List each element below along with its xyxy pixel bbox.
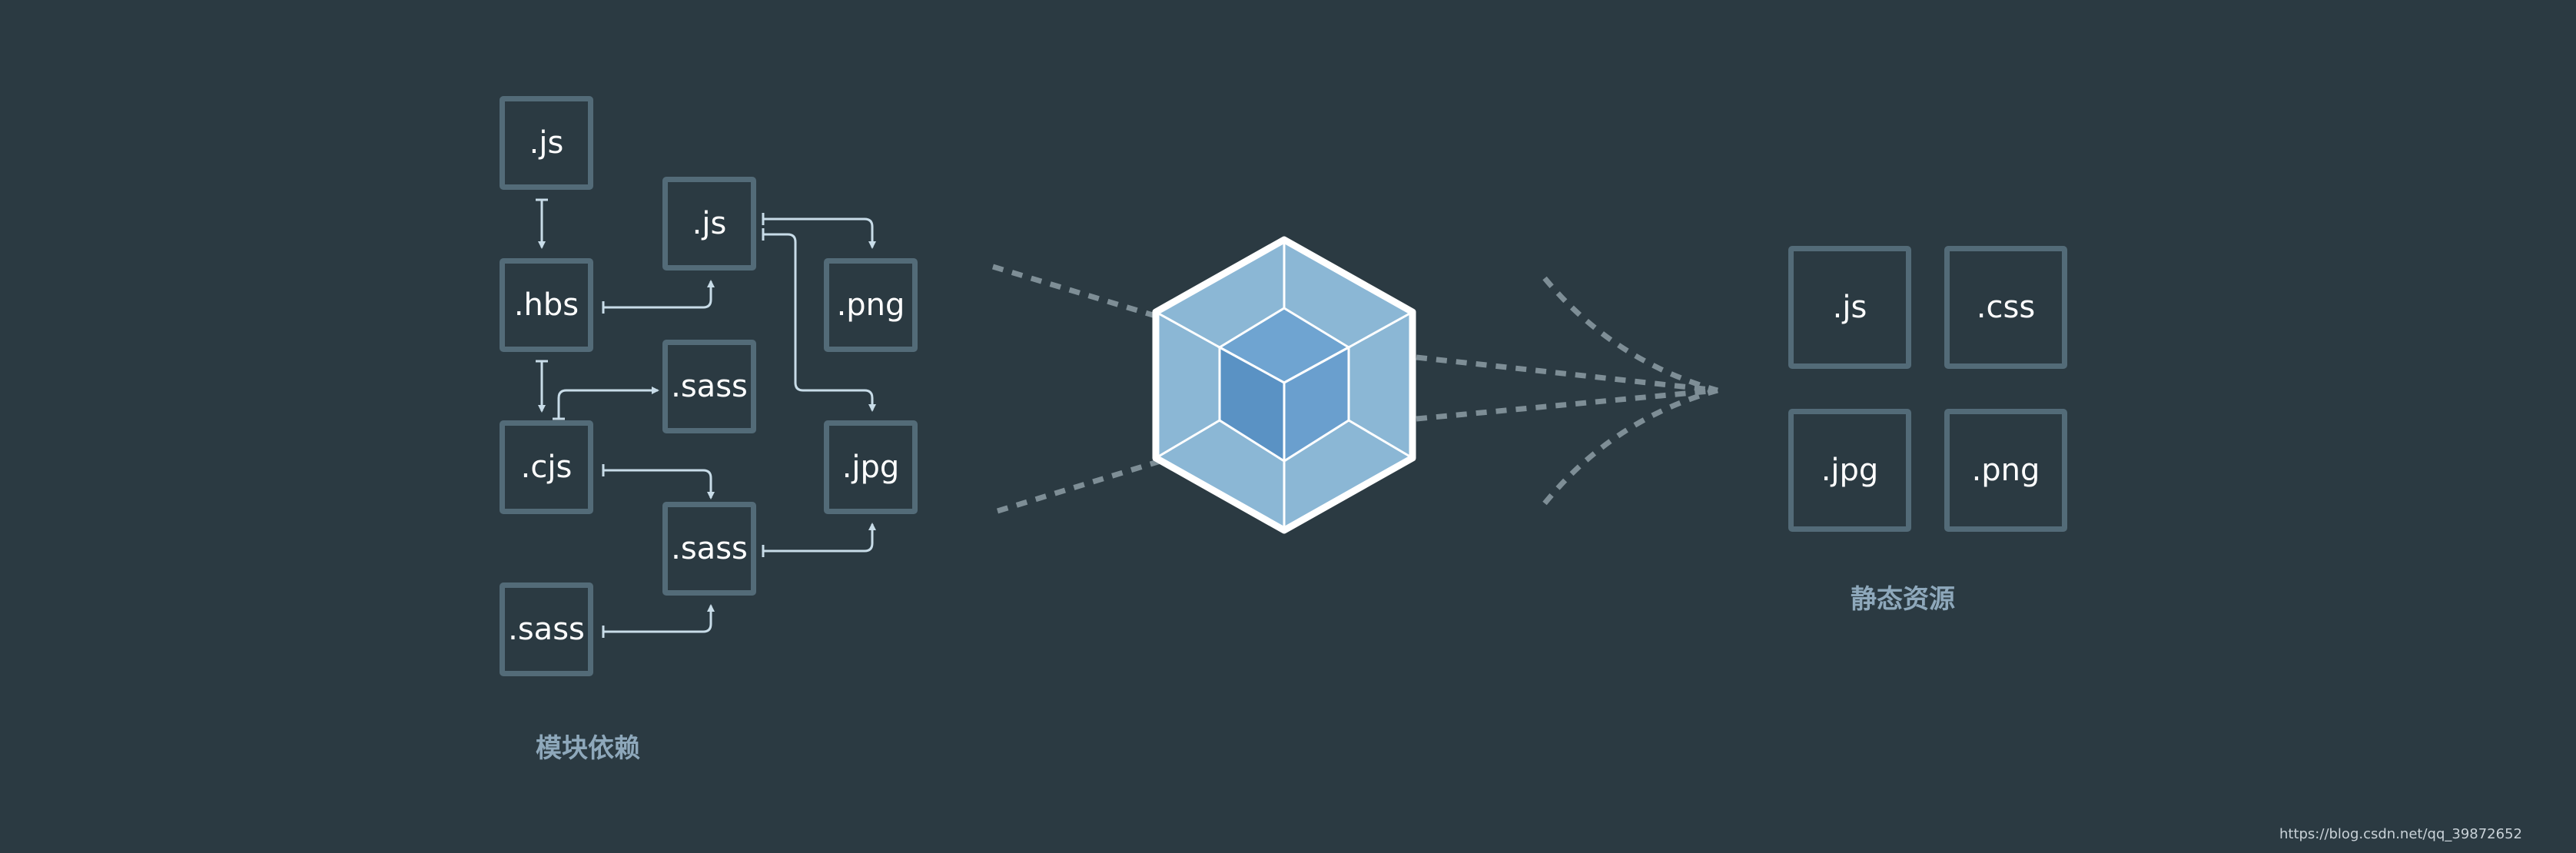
module-box-cjs: .cjs	[500, 420, 593, 514]
connector-js-to-png	[762, 213, 876, 249]
asset-label: .jpg	[1821, 453, 1879, 488]
connector-sass-to-sass	[602, 604, 715, 638]
module-box-jpg: .jpg	[824, 420, 918, 514]
asset-label: .js	[1832, 290, 1867, 325]
module-label: .js	[529, 125, 564, 161]
output-flow-curve-top	[1542, 276, 1718, 393]
input-flow-line-bottom	[996, 458, 1162, 514]
module-box-hbs: .hbs	[500, 258, 593, 352]
connector-sass-to-jpg	[762, 523, 876, 557]
module-box-js-middle: .js	[662, 177, 756, 271]
output-flow-line-lower	[1416, 387, 1718, 422]
input-flow-lines	[991, 264, 1170, 514]
asset-box-js: .js	[1788, 246, 1911, 369]
module-label: .jpg	[842, 450, 900, 485]
assets-section-title: 静态资源	[1851, 584, 1955, 615]
input-flow-line-top	[991, 264, 1170, 323]
output-flow-line-upper	[1416, 354, 1718, 393]
asset-box-png: .png	[1944, 409, 2067, 532]
asset-box-jpg: .jpg	[1788, 409, 1911, 532]
module-box-sass-middle: .sass	[662, 502, 756, 596]
connector-js-to-hbs	[536, 198, 548, 249]
module-label: .png	[836, 287, 905, 323]
output-flow-curve-bottom	[1542, 387, 1718, 506]
module-box-sass-upper: .sass	[662, 340, 756, 433]
asset-label: .css	[1976, 290, 2036, 325]
module-box-png: .png	[824, 258, 918, 352]
module-label: .hbs	[513, 287, 579, 323]
asset-label: .png	[1971, 453, 2040, 488]
connector-js-to-jpg	[762, 228, 876, 412]
module-box-sass-bottom: .sass	[500, 582, 593, 676]
asset-box-css: .css	[1944, 246, 2067, 369]
connector-hbs-to-js	[602, 280, 715, 314]
output-flow-lines	[1416, 276, 1718, 506]
module-label: .sass	[508, 612, 585, 647]
dependency-connectors	[536, 198, 876, 638]
webpack-cube-icon	[1152, 236, 1416, 534]
connector-hbs-to-cjs	[536, 360, 548, 413]
module-label: .sass	[671, 531, 748, 566]
source-watermark: https://blog.csdn.net/qq_39872652	[2279, 826, 2522, 842]
connector-cjs-to-sass-upper	[553, 387, 659, 420]
module-box-js-top: .js	[500, 96, 593, 190]
modules-section-title: 模块依赖	[536, 733, 640, 764]
connector-cjs-to-sass-lower	[602, 464, 715, 500]
module-label: .sass	[671, 369, 748, 404]
module-label: .cjs	[520, 450, 573, 485]
module-label: .js	[692, 206, 727, 241]
